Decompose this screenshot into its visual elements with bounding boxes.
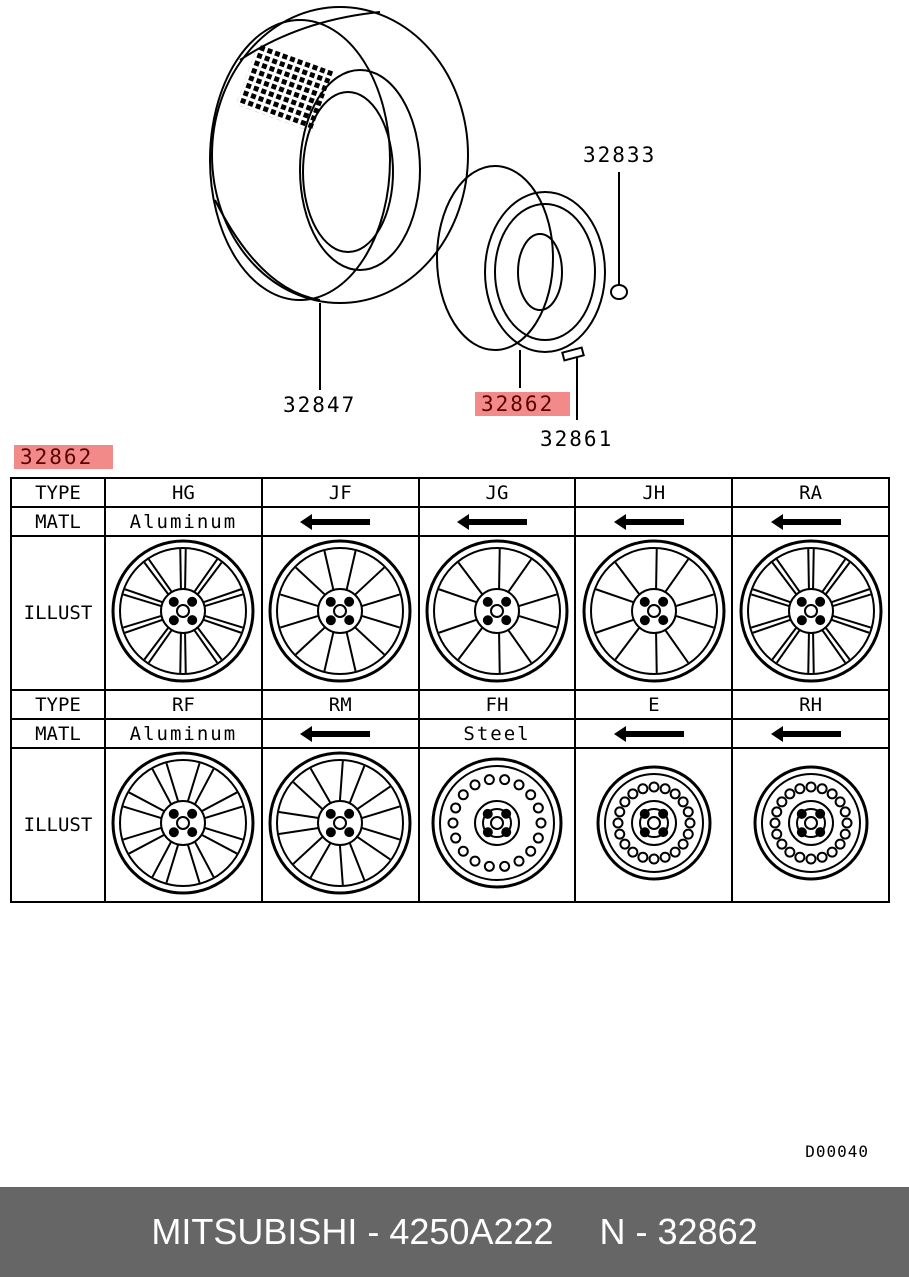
type-cell: FH bbox=[417, 689, 577, 720]
illustration-cell bbox=[417, 535, 577, 691]
illustration-row: ILLUST bbox=[10, 535, 890, 691]
wheel-illustration-spoke6 bbox=[268, 539, 412, 682]
type-label: TYPE bbox=[10, 477, 106, 508]
same-as-left-arrow-icon bbox=[417, 506, 577, 537]
arrow-left-icon bbox=[613, 514, 684, 530]
balance-weight-illustration bbox=[561, 346, 585, 420]
wheel-illustration-mesh bbox=[111, 539, 255, 682]
illustration-cell bbox=[104, 747, 263, 903]
wheel-illustration-split7 bbox=[268, 751, 412, 894]
callout-tire[interactable]: 32847 bbox=[283, 393, 357, 417]
lug-nut-illustration bbox=[610, 172, 628, 300]
callout-wheel-highlighted[interactable]: 32862 bbox=[475, 392, 571, 416]
type-cell: HG bbox=[104, 477, 263, 508]
tire-illustration bbox=[209, 6, 469, 390]
same-as-left-arrow-icon bbox=[260, 718, 420, 749]
same-as-left-arrow-icon bbox=[260, 506, 420, 537]
illust-label: ILLUST bbox=[10, 535, 106, 691]
same-as-left-arrow-icon bbox=[574, 506, 734, 537]
arrow-left-icon bbox=[613, 726, 684, 742]
arrow-left-icon bbox=[300, 726, 371, 742]
illustration-cell bbox=[260, 535, 420, 691]
same-as-left-arrow-icon bbox=[574, 718, 734, 749]
type-cell: JH bbox=[574, 477, 734, 508]
type-cell: RM bbox=[260, 689, 420, 720]
wheel-illustration-split5 bbox=[582, 539, 726, 682]
matl-label: MATL bbox=[10, 718, 106, 749]
type-label: TYPE bbox=[10, 689, 106, 720]
illustration-cell bbox=[574, 747, 734, 903]
illust-label: ILLUST bbox=[10, 747, 106, 903]
callout-weight[interactable]: 32861 bbox=[540, 427, 614, 451]
drawing-code: D00040 bbox=[805, 1142, 869, 1161]
wheel-illustration-spoke5 bbox=[425, 539, 569, 682]
footer-part-number: MITSUBISHI - 4250A222 bbox=[151, 1211, 554, 1252]
exploded-parts-diagram bbox=[209, 6, 628, 420]
wheel-illustration-steel2 bbox=[596, 765, 712, 880]
illustration-cell bbox=[574, 535, 734, 691]
arrow-left-icon bbox=[300, 514, 371, 530]
arrow-left-icon bbox=[770, 514, 841, 530]
illustration-cell bbox=[731, 747, 890, 903]
same-as-left-arrow-icon bbox=[731, 718, 890, 749]
arrow-left-icon bbox=[456, 514, 527, 530]
wheel-illustration-steel bbox=[431, 757, 563, 888]
wheel-illustration-steel3 bbox=[753, 765, 869, 880]
callout-nut[interactable]: 32833 bbox=[583, 143, 657, 167]
type-cell: RA bbox=[731, 477, 890, 508]
type-cell: E bbox=[574, 689, 734, 720]
footer-bar: MITSUBISHI - 4250A222 N - 32862 bbox=[0, 1187, 909, 1277]
steel-wheel-illustration bbox=[436, 165, 606, 388]
material-cell: Steel bbox=[417, 718, 577, 749]
arrow-left-icon bbox=[770, 726, 841, 742]
illustration-cell bbox=[417, 747, 577, 903]
illustration-cell bbox=[260, 747, 420, 903]
table-reference-highlighted[interactable]: 32862 bbox=[14, 445, 114, 469]
type-cell: JF bbox=[260, 477, 420, 508]
type-cell: JG bbox=[417, 477, 577, 508]
illustration-cell bbox=[731, 535, 890, 691]
matl-label: MATL bbox=[10, 506, 106, 537]
material-cell: Aluminum bbox=[104, 506, 263, 537]
type-cell: RH bbox=[731, 689, 890, 720]
footer-reference: N - 32862 bbox=[599, 1211, 758, 1252]
type-cell: RF bbox=[104, 689, 263, 720]
illustration-cell bbox=[104, 535, 263, 691]
wheel-illustration-mesh2 bbox=[111, 751, 255, 894]
same-as-left-arrow-icon bbox=[731, 506, 890, 537]
illustration-row: ILLUST bbox=[10, 747, 890, 903]
wheel-illustration-spoke10 bbox=[739, 539, 883, 682]
material-cell: Aluminum bbox=[104, 718, 263, 749]
